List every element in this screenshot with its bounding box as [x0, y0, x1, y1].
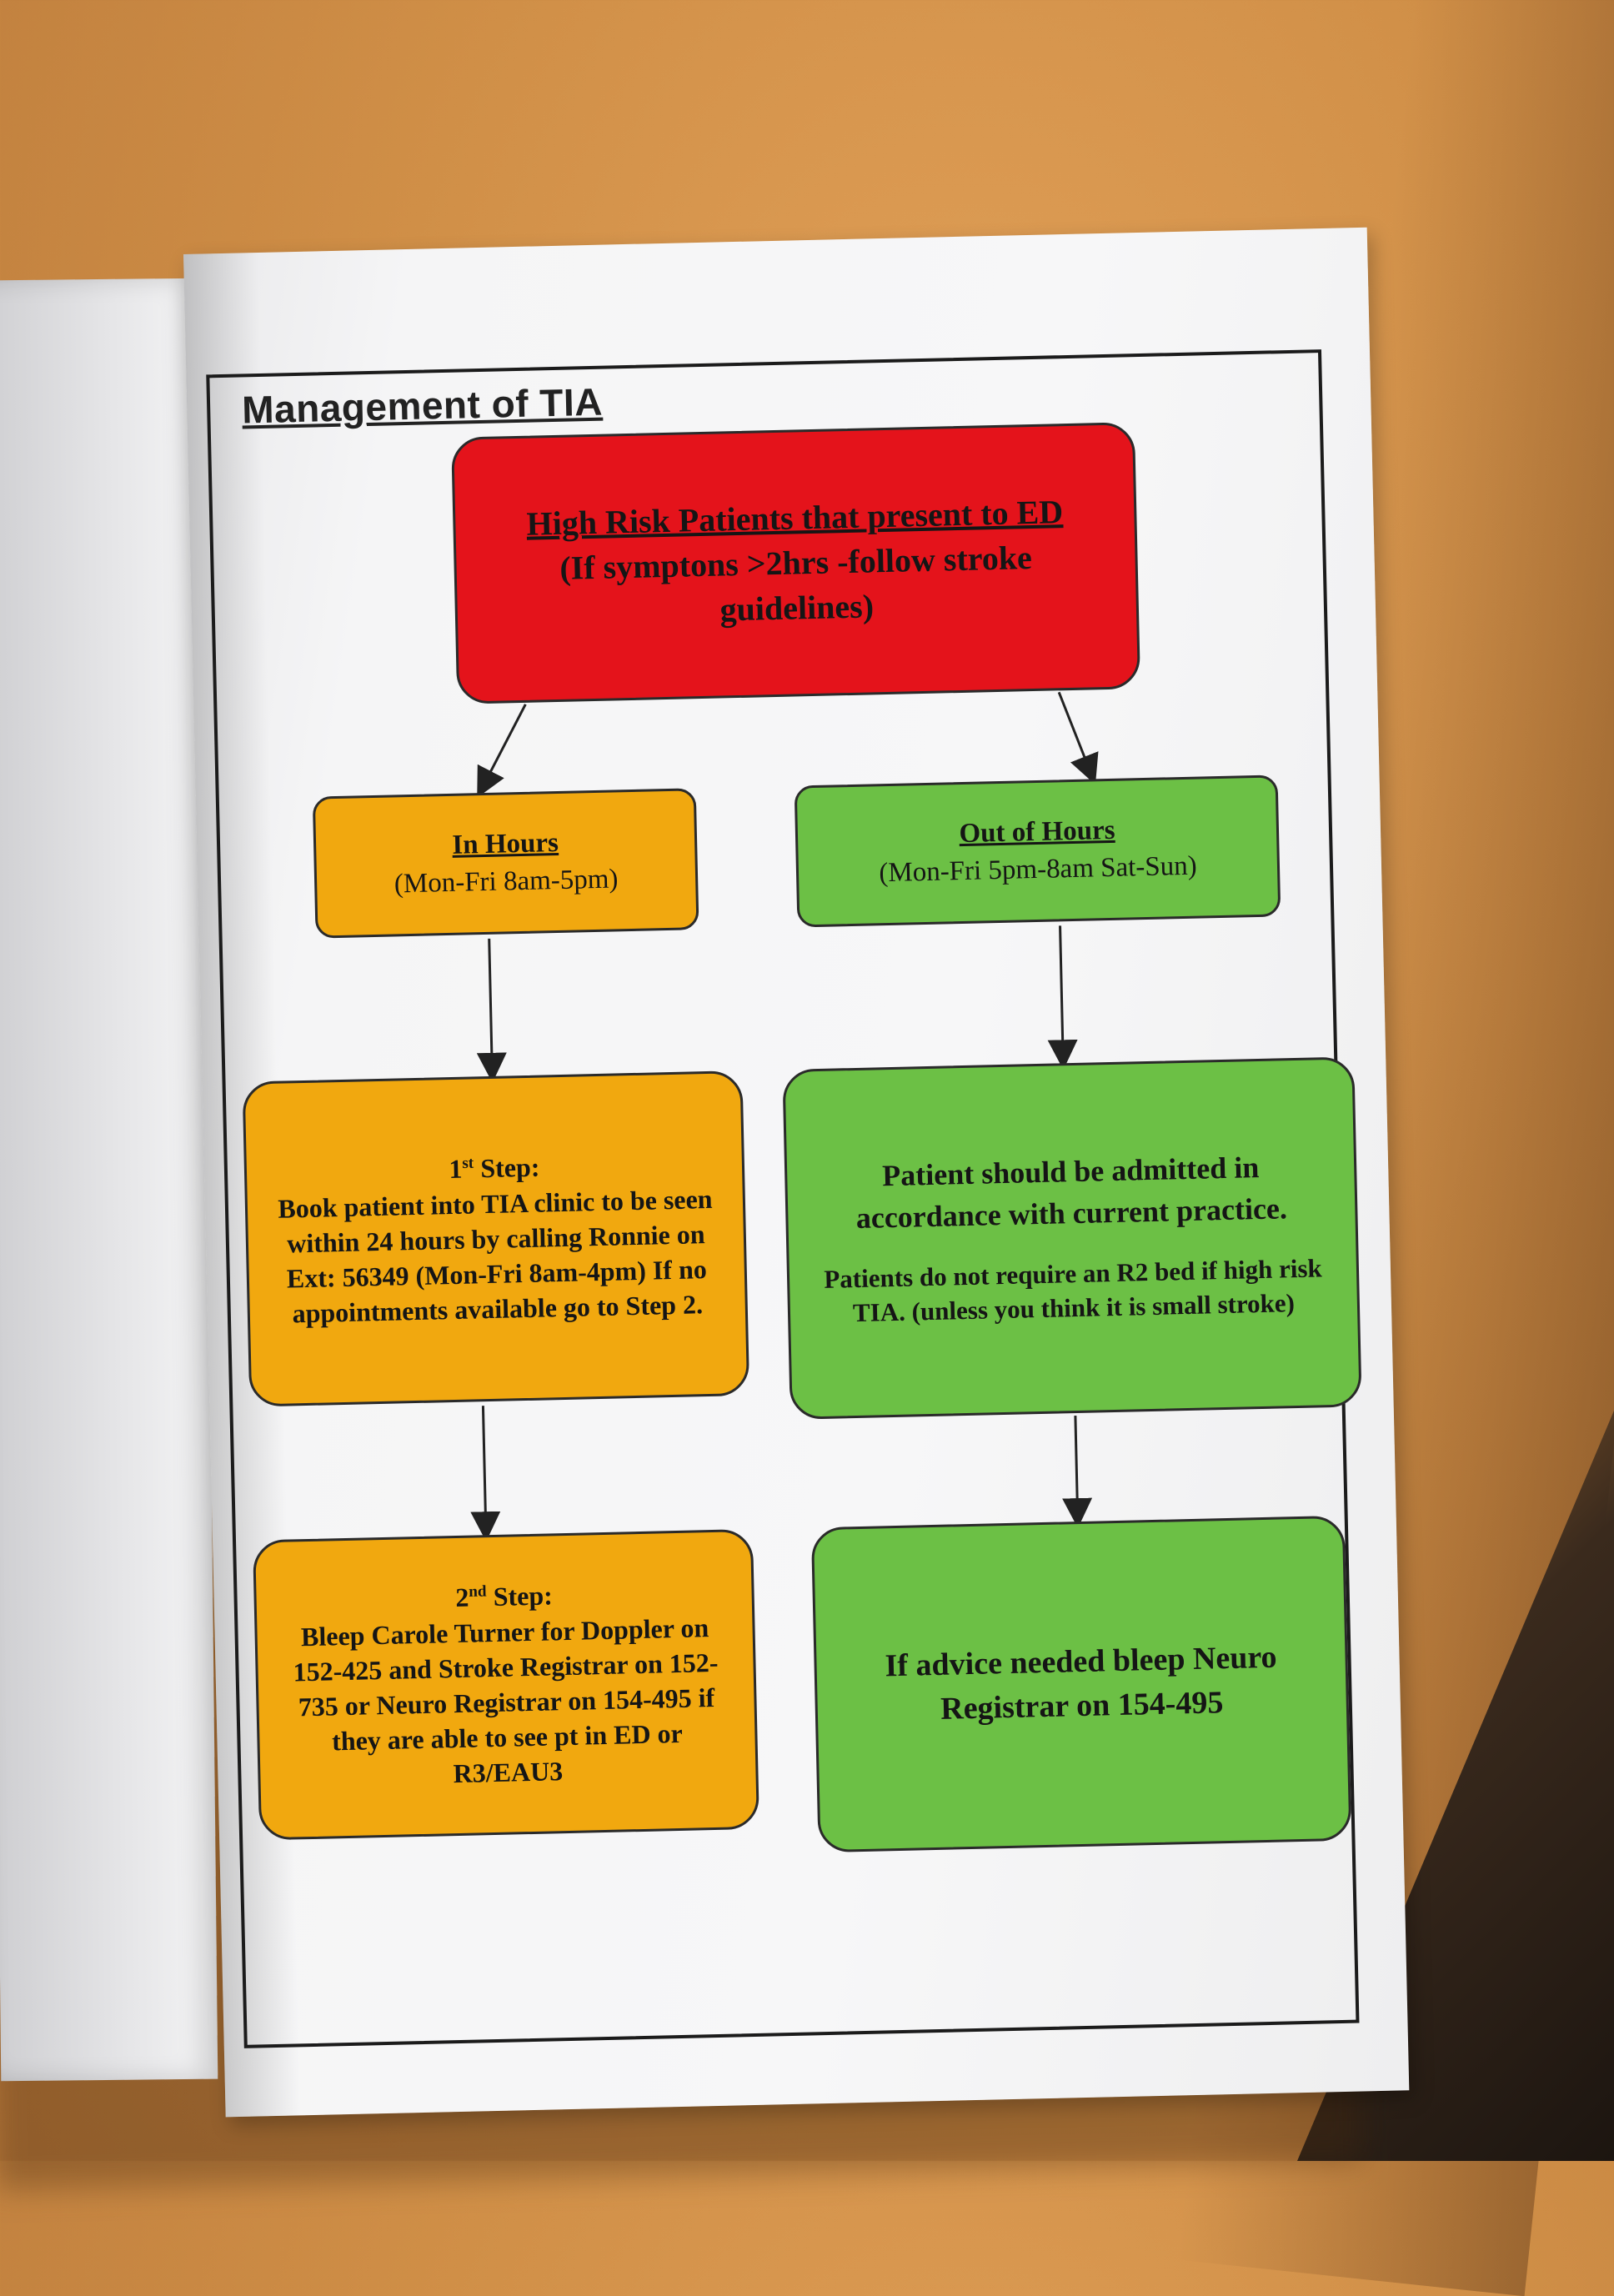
advice-text: If advice needed bleep Neuro Registrar o…	[885, 1639, 1278, 1727]
out-of-hours-times: (Mon-Fri 5pm-8am Sat-Sun)	[878, 850, 1198, 889]
high-risk-note: (If symptons >2hrs -follow stroke guidel…	[559, 539, 1033, 629]
step2-text: Bleep Carole Turner for Doppler on 152-4…	[293, 1612, 719, 1789]
in-hours-box: In Hours (Mon-Fri 8am-5pm)	[312, 788, 699, 939]
out-of-hours-box: Out of Hours (Mon-Fri 5pm-8am Sat-Sun)	[794, 775, 1281, 928]
step1-ordinal-suffix: st	[462, 1155, 474, 1173]
step2-ordinal: 2	[454, 1582, 469, 1613]
booklet-page: Management of TIA High Risk Patients tha…	[183, 227, 1410, 2118]
flow-arrows	[470, 691, 1099, 1542]
arrow-step1-to-step2	[470, 1406, 501, 1542]
high-risk-box: High Risk Patients that present to ED (I…	[451, 422, 1141, 704]
advice-box: If advice needed bleep Neuro Registrar o…	[810, 1515, 1352, 1853]
arrow-admit-to-advice	[1062, 1416, 1093, 1529]
arrow-in-hours-to-step1	[476, 938, 507, 1083]
step2-title: 2nd Step:	[455, 1578, 553, 1616]
admit-note: Patients do not require an R2 bed if hig…	[823, 1252, 1323, 1328]
booklet-left-page	[0, 278, 218, 2082]
step1-ordinal: 1	[449, 1154, 463, 1185]
admit-box: Patient should be admitted in accordance…	[782, 1056, 1362, 1420]
arrow-out-of-hours-to-admit	[1047, 925, 1078, 1070]
arrow-top-to-in-hours	[477, 704, 527, 798]
step2-box: 2nd Step: Bleep Carole Turner for Dopple…	[253, 1528, 760, 1841]
out-of-hours-heading: Out of Hours	[959, 815, 1115, 850]
in-hours-heading: In Hours	[452, 828, 559, 861]
step1-box: 1st Step: Book patient into TIA clinic t…	[242, 1070, 750, 1407]
step2-label: Step:	[486, 1580, 554, 1612]
in-hours-times: (Mon-Fri 8am-5pm)	[393, 864, 619, 900]
arrow-top-to-out-of-hours	[1057, 691, 1099, 785]
step1-title: 1st Step:	[449, 1150, 540, 1187]
step1-label: Step:	[473, 1151, 540, 1184]
step2-ordinal-suffix: nd	[469, 1582, 487, 1602]
flowchart-frame: Management of TIA High Risk Patients tha…	[206, 349, 1362, 2048]
step1-text: Book patient into TIA clinic to be seen …	[277, 1183, 713, 1329]
admit-main-text: Patient should be admitted in accordance…	[855, 1150, 1288, 1236]
